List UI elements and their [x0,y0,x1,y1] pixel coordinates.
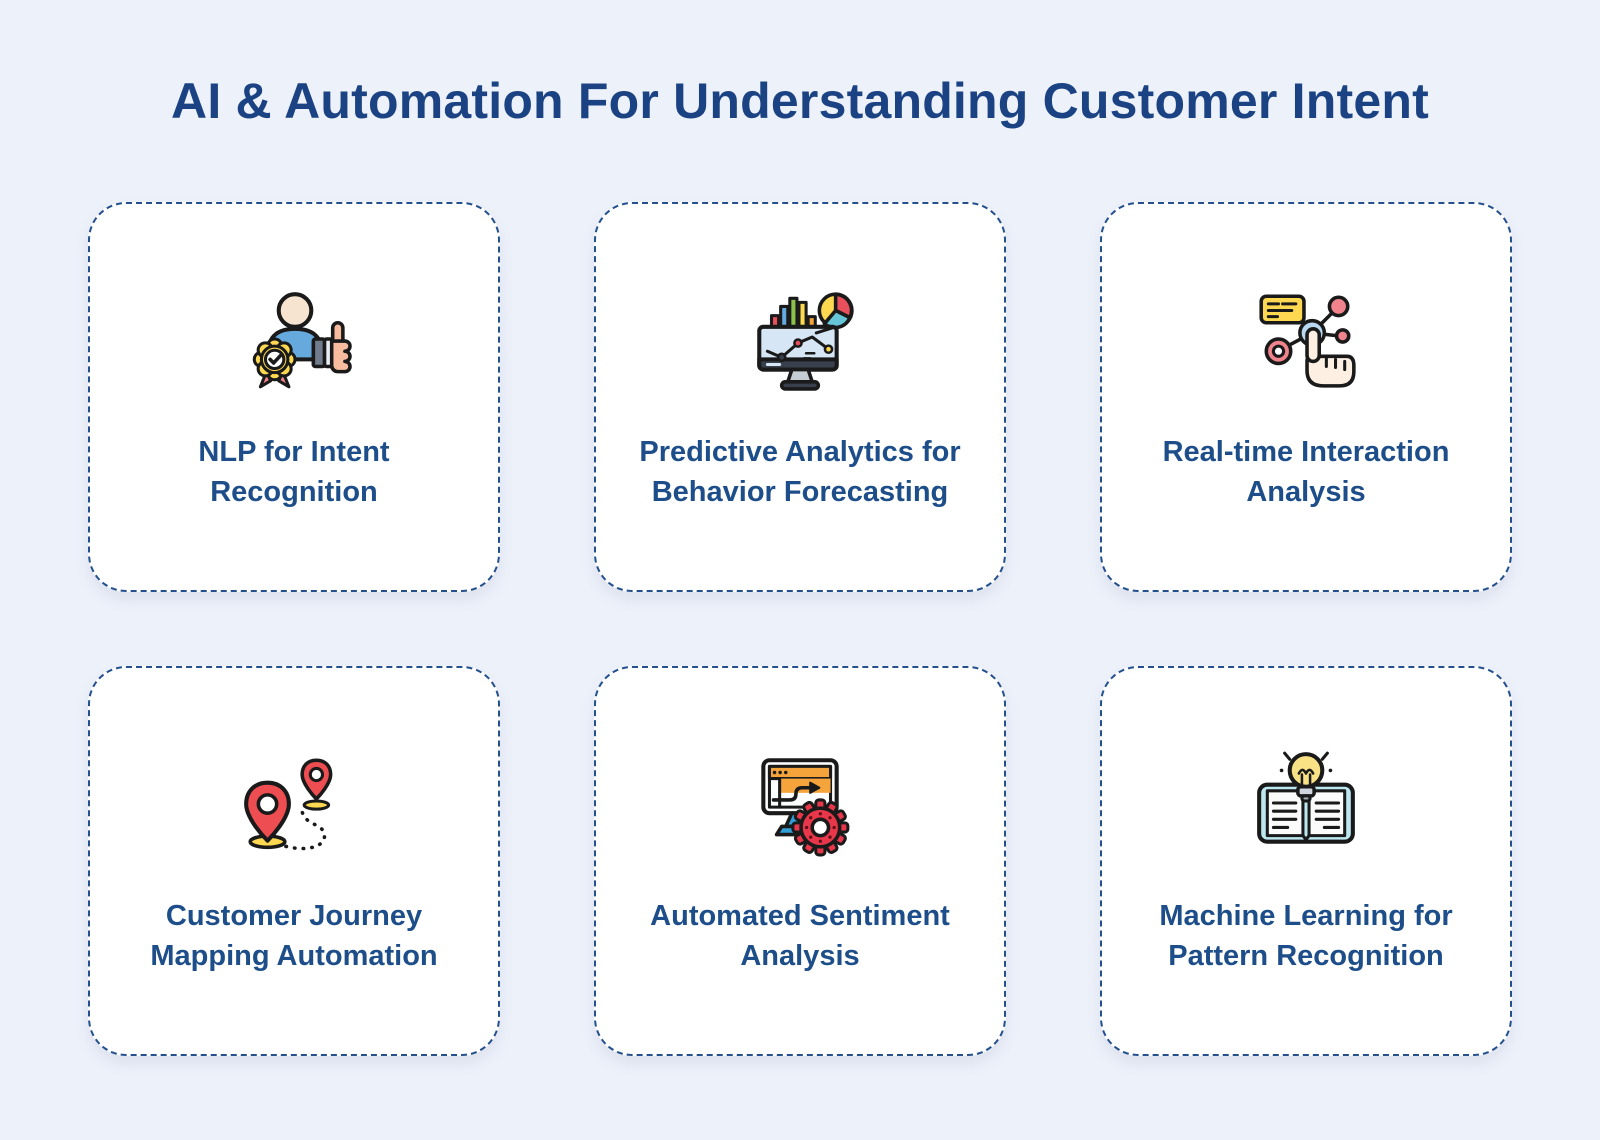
card-nlp-intent: NLP for Intent Recognition [88,202,500,592]
page-title: AI & Automation For Understanding Custom… [171,73,1429,129]
card-journey-mapping: Customer Journey Mapping Automation [88,666,500,1056]
book-lightbulb-icon [1240,746,1372,858]
touch-network-icon [1240,282,1372,394]
map-pins-route-icon [228,746,360,858]
card-label: NLP for Intent Recognition [198,436,390,508]
card-sentiment-analysis: Automated Sentiment Analysis [594,666,1006,1056]
card-label: Automated Sentiment Analysis [650,900,950,972]
card-label: Machine Learning for Pattern Recognition [1159,900,1453,972]
card-predictive-analytics: Predictive Analytics for Behavior Foreca… [594,202,1006,592]
analytics-dashboard-icon [734,282,866,394]
card-label: Predictive Analytics for Behavior Foreca… [639,436,961,508]
card-pattern-recognition: Machine Learning for Pattern Recognition [1100,666,1512,1056]
browser-automation-gear-icon [734,746,866,858]
card-realtime-interaction: Real-time Interaction Analysis [1100,202,1512,592]
card-label: Customer Journey Mapping Automation [150,900,438,972]
person-badge-thumbs-up-icon [228,282,360,394]
cards-grid: NLP for Intent Recognition [88,202,1512,1056]
card-label: Real-time Interaction Analysis [1162,436,1450,508]
